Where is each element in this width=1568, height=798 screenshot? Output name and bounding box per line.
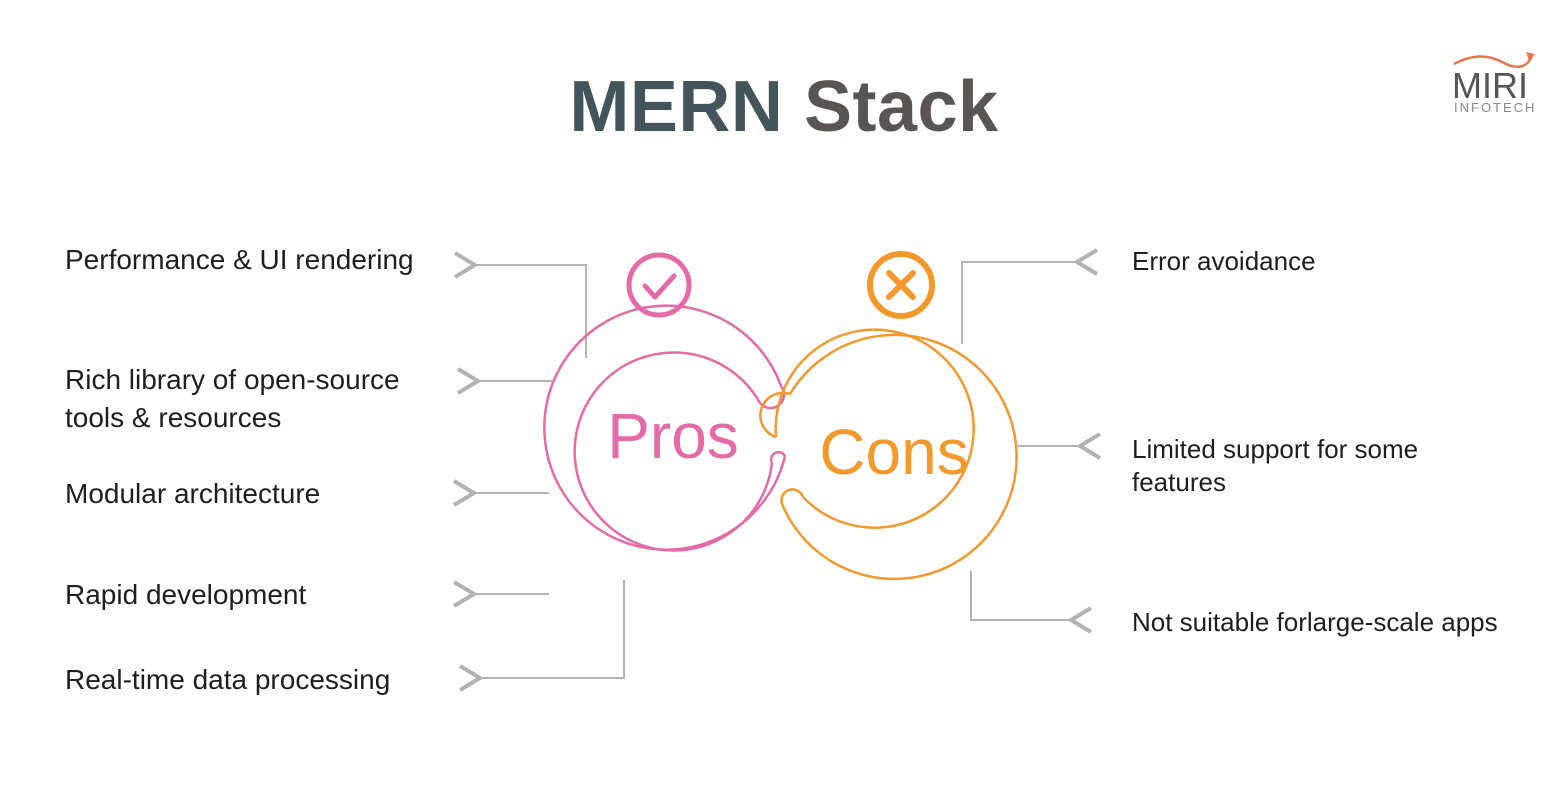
pros-inner-ring xyxy=(573,351,774,552)
pros-item-modular: Modular architecture xyxy=(65,478,321,509)
cons-item-error: Error avoidance xyxy=(1132,246,1316,276)
cons-item-limited-line2: features xyxy=(1132,467,1226,497)
connector-lines xyxy=(452,248,1102,692)
miri-infotech-logo: MIRI INFOTECH xyxy=(1452,52,1536,115)
cons-ring-cap-bottom xyxy=(780,488,805,505)
connector-pros-5 xyxy=(458,580,625,692)
cons-heading: Cons xyxy=(819,416,968,488)
svg-text:MIRI: MIRI xyxy=(1452,65,1528,106)
pros-ring-cap-bottom xyxy=(769,450,787,464)
cons-item-not-suitable: Not suitable forlarge-scale apps xyxy=(1132,607,1498,637)
title-mern: MERN xyxy=(569,67,784,147)
pros-outer-ring xyxy=(543,304,787,551)
pros-item-rich-library-line1: Rich library of open-source xyxy=(65,364,400,395)
cons-circle xyxy=(759,328,1018,581)
cons-outer-ring xyxy=(780,333,1018,581)
connector-cons-3 xyxy=(970,571,1093,634)
cons-inner-ring xyxy=(774,328,975,529)
pros-heading: Pros xyxy=(607,400,739,472)
x-circle-icon xyxy=(867,251,935,319)
connector-pros-1 xyxy=(453,251,587,358)
page-title: MERN Stack xyxy=(0,66,1568,148)
title-stack: Stack xyxy=(803,67,999,147)
connector-cons-1 xyxy=(961,248,1099,344)
pros-item-realtime: Real-time data processing xyxy=(65,664,391,695)
pros-item-rapid: Rapid development xyxy=(65,579,307,610)
svg-text:INFOTECH: INFOTECH xyxy=(1454,100,1536,115)
cons-ring-cap-left xyxy=(759,391,791,439)
pros-item-rich-library-line2: tools & resources xyxy=(65,402,282,433)
cons-item-limited-line1: Limited support for some xyxy=(1132,434,1419,464)
check-circle-icon xyxy=(626,252,692,318)
pros-item-performance: Performance & UI rendering xyxy=(65,244,414,275)
